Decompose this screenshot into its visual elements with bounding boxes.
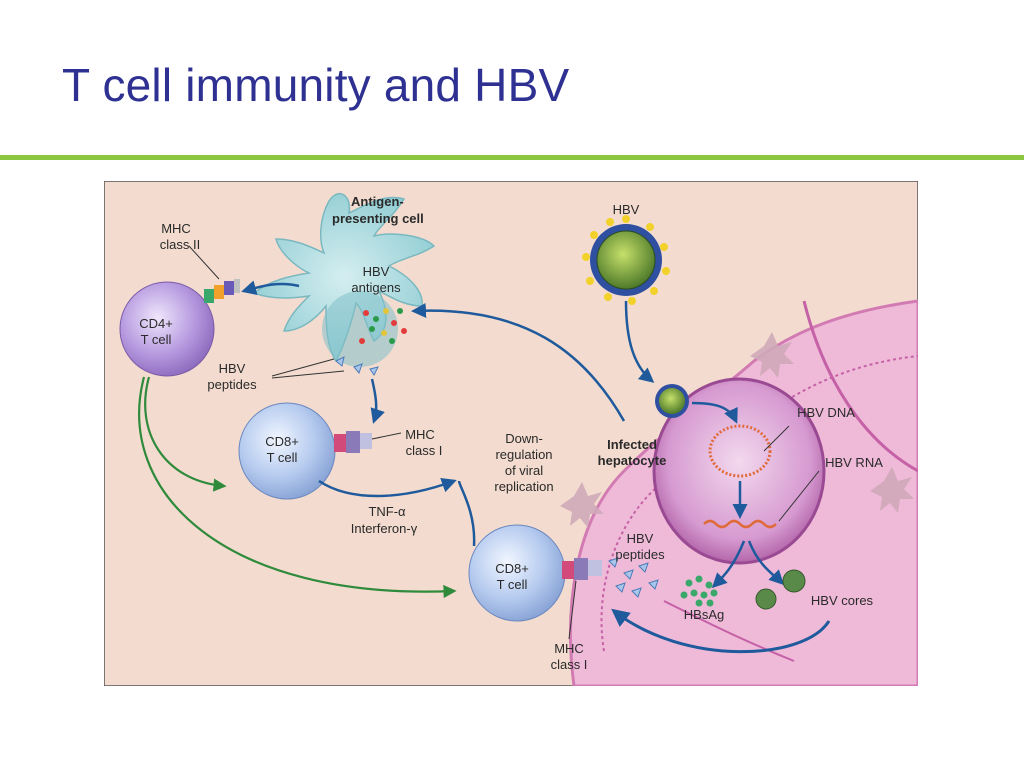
cd8-top-label-1: CD8+	[265, 434, 299, 449]
mhc-class-1-bottom	[562, 558, 602, 580]
hbv-virion	[582, 215, 670, 305]
hbv-peptides-right-label-1: HBV	[627, 531, 654, 546]
cd8-top-label-2: T cell	[267, 450, 298, 465]
mhc1-top-label-1: MHC	[405, 427, 435, 442]
title-divider	[0, 155, 1024, 160]
hbv-antigen-dots	[359, 308, 407, 344]
entry-arrow	[624, 300, 655, 383]
mhc-class-2-complex	[204, 279, 240, 303]
apc-peptide-triangles	[335, 356, 379, 376]
cell-boundary	[802, 300, 918, 473]
hbv-peptides-right-label-2: peptides	[615, 547, 665, 562]
hbv-rna-strand	[703, 519, 777, 529]
mhc1-bottom-label-1: MHC	[554, 641, 584, 656]
diagram-canvas: Antigen- presenting cell MHC class II CD…	[104, 181, 918, 686]
hbv-dna-ring	[708, 424, 772, 478]
mhc1-bottom-leader	[568, 580, 577, 640]
cell-boundary-lower	[663, 600, 795, 662]
hbv-rna-label: HBV RNA	[825, 455, 883, 470]
mhc2-label-2: class II	[160, 237, 200, 252]
entering-virion	[655, 384, 689, 418]
downreg-label-2: regulation	[495, 447, 552, 462]
hbv-antigens-label-2: antigens	[351, 280, 401, 295]
cd4-label-2: T cell	[141, 332, 172, 347]
hbv-core-particles	[755, 569, 806, 610]
hbv-peptides-left-label-1: HBV	[219, 361, 246, 376]
peptides-leader-1	[271, 358, 335, 377]
mhc2-label-1: MHC	[161, 221, 191, 236]
cell-junction	[560, 482, 604, 528]
mhc2-leader	[188, 245, 220, 280]
mhc-class-1-top	[334, 431, 372, 453]
hbv-virion-label: HBV	[613, 202, 640, 217]
hbv-cores-label: HBV cores	[811, 593, 874, 608]
hbv-peptides-left-label-2: peptides	[207, 377, 257, 392]
downreg-label-1: Down-	[505, 431, 543, 446]
hepatocyte-peptide-triangles	[608, 557, 659, 598]
hbsag-label: HBsAg	[684, 607, 724, 622]
cd4-t-cell	[119, 281, 215, 377]
help-arrow-bottom	[138, 376, 457, 599]
arrow-to-mhc1-top	[370, 378, 385, 424]
mhc1-bottom-label-2: class I	[551, 657, 588, 672]
arrow-to-nucleus	[691, 401, 738, 424]
rna-leader	[778, 470, 820, 522]
hbsag-particles	[680, 575, 718, 607]
apc-label-1: Antigen-	[351, 194, 404, 209]
cell-junction-top	[750, 332, 794, 378]
apc-label-2: presenting cell	[332, 211, 424, 226]
hbv-immunity-diagram: Antigen- presenting cell MHC class II CD…	[104, 181, 918, 686]
apc-nucleus	[322, 291, 398, 367]
slide-title: T cell immunity and HBV	[62, 59, 570, 111]
cytokine-arrow-top	[318, 478, 457, 498]
hbv-dna-label: HBV DNA	[797, 405, 855, 420]
help-arrow-top	[144, 376, 227, 492]
arrow-to-cores	[747, 540, 785, 586]
infected-label-2: hepatocyte	[598, 453, 667, 468]
arrow-to-mhc2	[241, 280, 300, 296]
cell-junction-right	[870, 467, 914, 513]
antigen-uptake-arrow	[411, 302, 626, 422]
infected-label-1: Infected	[607, 437, 657, 452]
downreg-label-3: of viral	[505, 463, 543, 478]
arrow-to-hbsag	[711, 540, 746, 589]
cytokine-arrow-bottom	[457, 480, 476, 547]
mhc1-top-label-2: class I	[406, 443, 443, 458]
dna-leader	[763, 425, 790, 452]
downreg-label-4: replication	[494, 479, 553, 494]
cd8-bottom-label-1: CD8+	[495, 561, 529, 576]
cd8-bottom-label-2: T cell	[497, 577, 528, 592]
hbv-antigens-label-1: HBV	[363, 264, 390, 279]
cd4-label-1: CD4+	[139, 316, 173, 331]
mhc1-top-leader	[371, 432, 402, 440]
ifn-label: Interferon-γ	[351, 521, 418, 536]
processing-arrow	[611, 608, 831, 654]
tnf-label: TNF-α	[368, 504, 406, 519]
peptides-leader-2	[271, 370, 345, 379]
hepatocyte-nucleus	[652, 377, 826, 565]
